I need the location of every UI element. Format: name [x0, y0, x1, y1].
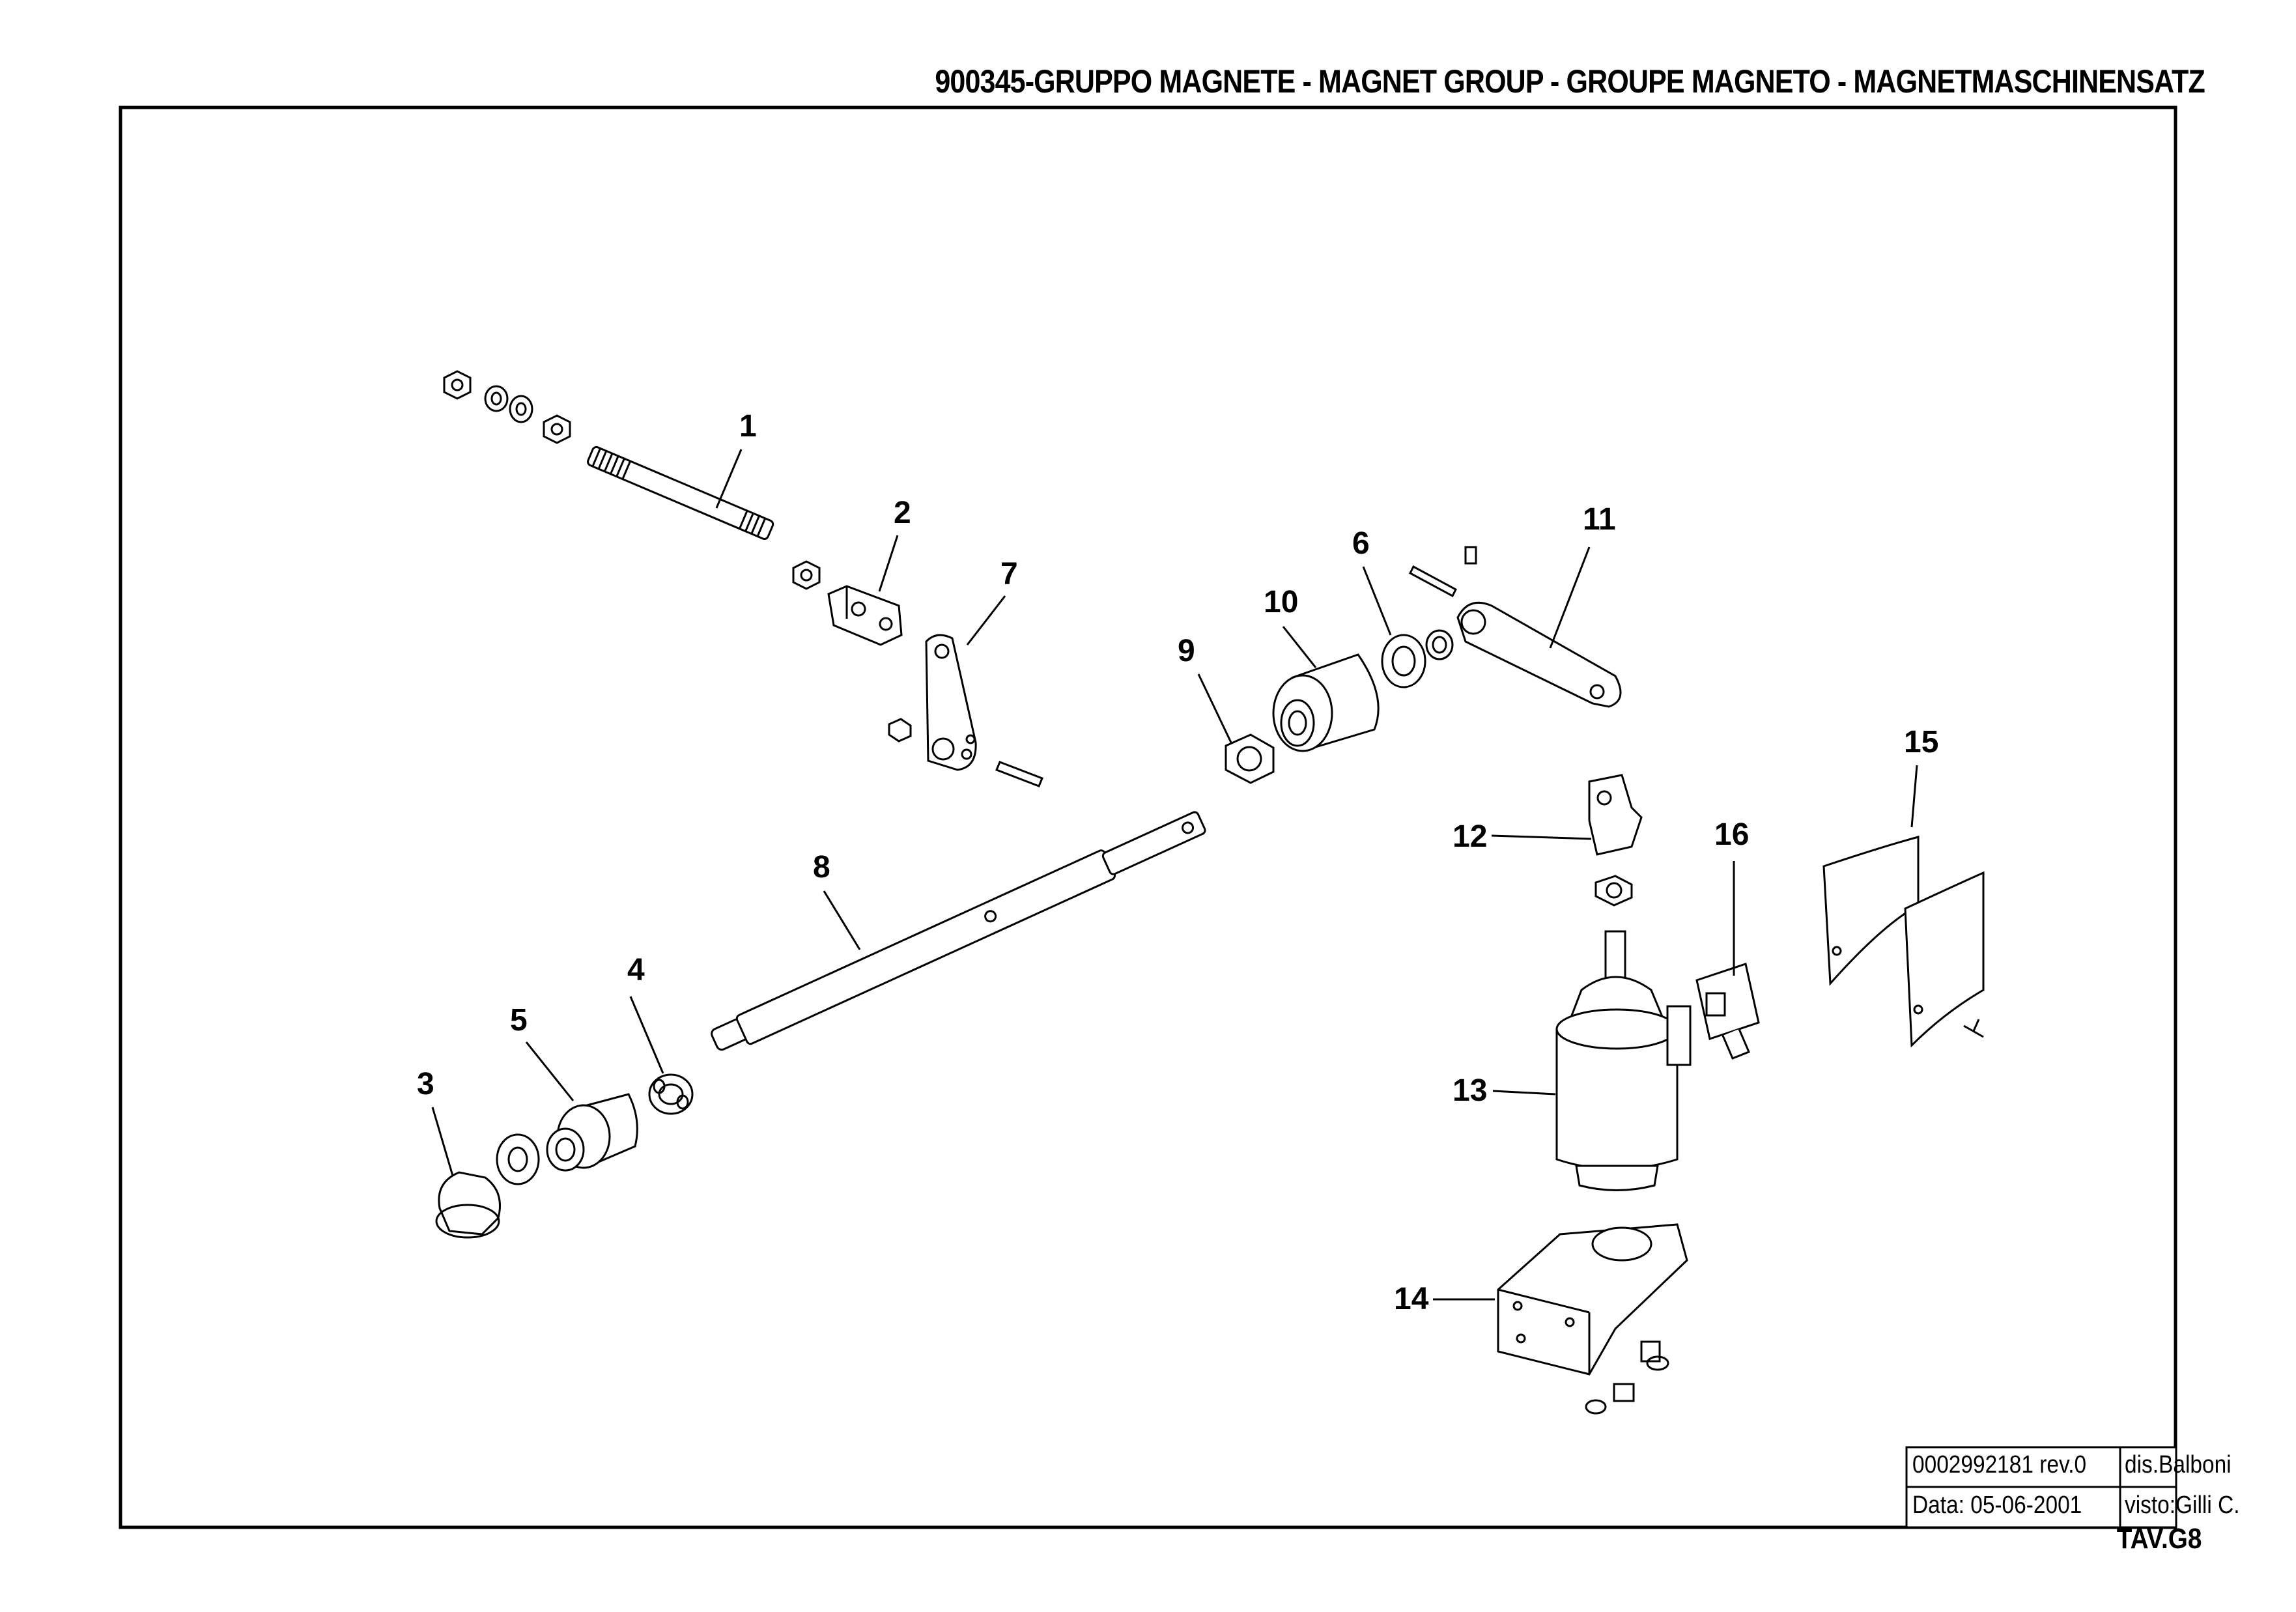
part-7-lever[interactable]: [888, 634, 1043, 787]
title-block-drawing-code: 0002992181 rev.0: [1912, 1451, 2087, 1478]
part-label-4: 4: [627, 953, 645, 987]
part-1-threaded-rod[interactable]: [443, 370, 774, 541]
title-block-checked-by: visto:Gilli C.: [2125, 1492, 2240, 1519]
part-16-connector[interactable]: [1695, 963, 1760, 1060]
part-label-2: 2: [894, 496, 911, 530]
part-15-shield[interactable]: [1822, 836, 1985, 1048]
part-label-11: 11: [1583, 502, 1616, 537]
part-label-5: 5: [510, 1003, 528, 1038]
part-label-10: 10: [1264, 585, 1298, 619]
part-11-arm[interactable]: [1409, 546, 1622, 708]
part-label-15: 15: [1904, 725, 1938, 759]
part-6-bearing[interactable]: [1381, 629, 1454, 688]
drawing-frame: [119, 106, 2177, 1529]
leader-lines: [431, 449, 1918, 1301]
part-label-14: 14: [1394, 1282, 1429, 1316]
part-label-8: 8: [813, 850, 830, 884]
part-10-bushing[interactable]: [1272, 653, 1380, 752]
part-label-1: 1: [739, 409, 757, 444]
part-12-clevis[interactable]: [1588, 774, 1643, 907]
part-2-clevis[interactable]: [792, 560, 903, 646]
part-3-cap-nut[interactable]: [435, 1171, 501, 1239]
part-5-bushing[interactable]: [496, 1093, 638, 1185]
part-label-12: 12: [1453, 819, 1487, 854]
part-14-bracket[interactable]: [1497, 1223, 1688, 1415]
part-label-9: 9: [1178, 634, 1195, 668]
part-13-solenoid[interactable]: [1555, 930, 1692, 1191]
title-block-date: Data: 05-06-2001: [1912, 1492, 2082, 1519]
sheet-title: 900345-GRUPPO MAGNETE - MAGNET GROUP - G…: [935, 63, 2205, 100]
part-label-13: 13: [1453, 1073, 1487, 1108]
part-9-hex-nut[interactable]: [1225, 733, 1275, 784]
part-8-shaft[interactable]: [709, 808, 1208, 1058]
part-4-bearing[interactable]: [648, 1073, 694, 1115]
part-label-6: 6: [1352, 526, 1370, 561]
sheet-number: TAV.G8: [2116, 1523, 2202, 1555]
title-block-grid: [1905, 1446, 2177, 1529]
part-label-3: 3: [417, 1067, 434, 1101]
part-label-group: 1 2 3 4 5 6 7 8 9 10 11 12 13 14 15 16: [417, 409, 1938, 1316]
part-label-7: 7: [1000, 557, 1018, 591]
part-label-16: 16: [1714, 817, 1749, 852]
title-block-drawn-by: dis.Balboni: [2125, 1451, 2232, 1478]
